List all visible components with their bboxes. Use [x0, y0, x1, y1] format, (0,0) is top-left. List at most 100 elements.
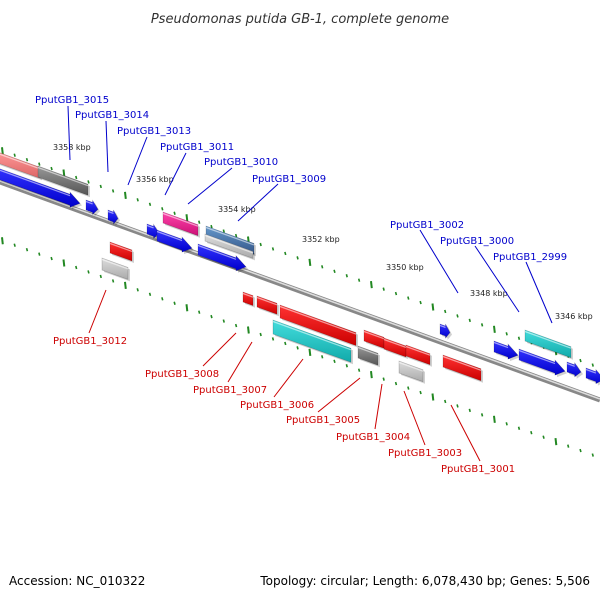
lower-major-tick: [493, 415, 496, 423]
lower-minor-tick: [99, 274, 102, 279]
upper-minor-tick: [161, 207, 164, 211]
lower-major-tick: [62, 259, 66, 267]
gene-feature-gray-top-highlight: [37, 166, 89, 187]
lower-major-tick: [554, 438, 558, 446]
top-gene-labels: PputGB1_3015 PputGB1_3014 PputGB1_3013 P…: [35, 95, 567, 263]
upper-minor-tick: [345, 274, 348, 278]
gene-label-3001: PputGB1_3001: [441, 464, 515, 475]
top-leader-line: [187, 167, 233, 205]
gene-feature-blue-3015: [0, 168, 82, 210]
top-leader-line: [237, 183, 279, 222]
gene-feature-cyan-3006: [272, 319, 353, 365]
scale-tick-marks: [1, 147, 594, 457]
gene-feature-lightgray-3012: [101, 257, 130, 282]
upper-major-tick: [62, 169, 66, 177]
gene-feature-blue-3000-body: [493, 340, 519, 360]
gene-feature-red-small-1-highlight: [242, 292, 254, 298]
gene-feature-red-3006-body: [279, 304, 357, 347]
bottom-gene-labels: PputGB1_3012 PputGB1_3008 PputGB1_3007 P…: [53, 336, 515, 475]
genome-backbone: [0, 179, 600, 403]
gene-label-3008: PputGB1_3008: [145, 369, 219, 380]
scale-label: 3358 kbp: [53, 143, 91, 152]
gene-feature-lightgray-3003: [398, 360, 425, 384]
gene-feature-lightgray-top: [204, 233, 255, 261]
lower-minor-tick: [222, 319, 225, 323]
lower-minor-tick: [234, 323, 238, 328]
gene-feature-red-3007-highlight: [256, 296, 278, 306]
lower-minor-tick: [468, 408, 471, 413]
gene-feature-magenta-highlight: [162, 212, 199, 227]
lower-minor-tick: [87, 270, 90, 274]
gene-feature-red-3012: [109, 241, 134, 263]
upper-minor-tick: [333, 269, 336, 273]
gene-feature-red-3003: [405, 344, 432, 367]
lower-major-tick: [308, 348, 312, 356]
gene-feature-blue-3009: [197, 243, 248, 273]
upper-minor-tick: [284, 251, 287, 256]
lower-minor-tick: [13, 243, 16, 247]
lower-minor-tick: [136, 288, 139, 292]
bottom-leader-line: [374, 383, 383, 430]
bottom-leader-line: [403, 390, 426, 446]
gene-feature-cyan-2999-highlight: [524, 330, 572, 349]
accession-text: Accession: NC_010322: [9, 574, 145, 588]
gene-feature-lightgray-3012-highlight: [101, 258, 129, 270]
upper-minor-tick: [394, 291, 398, 296]
gene-feature-pink: [0, 152, 42, 181]
gene-feature-red-3005: [363, 329, 386, 351]
gene-feature-gray-top-body: [37, 165, 89, 196]
upper-minor-tick: [579, 358, 582, 363]
gene-feature-red-3004: [383, 337, 408, 359]
lower-minor-tick: [357, 368, 361, 372]
upper-minor-tick: [25, 157, 29, 162]
gene-feature-red-3003-highlight: [405, 345, 431, 356]
upper-minor-tick: [419, 300, 422, 305]
upper-major-tick: [431, 303, 435, 311]
lower-minor-tick: [579, 448, 582, 453]
gene-feature-lightgray-top-highlight: [204, 234, 254, 254]
lower-minor-tick: [271, 337, 275, 341]
lower-major-tick: [1, 237, 4, 245]
gene-feature-red-3001-body: [442, 354, 482, 382]
gene-feature-pink-highlight: [0, 153, 41, 170]
gene-features: [0, 152, 600, 386]
upper-minor-tick: [136, 198, 139, 202]
gene-label-3002: PputGB1_3002: [390, 220, 464, 231]
gene-feature-cyan-2999: [524, 329, 573, 360]
upper-minor-tick: [148, 202, 152, 207]
gene-feature-blue-3000: [493, 340, 520, 362]
lower-major-tick: [247, 326, 250, 334]
lower-minor-tick: [456, 404, 459, 408]
gene-feature-blue-2999-body: [518, 348, 566, 376]
gene-label-3009: PputGB1_3009: [252, 174, 326, 185]
gene-label-3007: PputGB1_3007: [193, 385, 267, 396]
upper-minor-tick: [99, 184, 102, 189]
lower-minor-tick: [517, 426, 521, 430]
upper-minor-tick: [382, 287, 385, 291]
gene-feature-blue-small-5: [566, 361, 583, 379]
lower-minor-tick: [567, 444, 570, 448]
gene-feature-magenta: [162, 211, 200, 238]
scale-label: 3354 kbp: [218, 205, 256, 214]
lower-minor-tick: [505, 422, 508, 426]
upper-minor-tick: [468, 318, 471, 323]
gene-feature-cyan-3006-highlight: [272, 320, 352, 351]
gene-label-3003: PputGB1_3003: [388, 448, 462, 459]
lower-major-tick: [124, 281, 127, 289]
gene-label-3011: PputGB1_3011: [160, 142, 234, 153]
gene-feature-blue-3011-body: [156, 229, 193, 253]
gene-label-3006: PputGB1_3006: [240, 400, 314, 411]
gene-feature-cyan-2999-body: [524, 329, 572, 359]
lower-major-tick: [185, 304, 189, 312]
gene-feature-magenta-body: [162, 211, 199, 237]
lower-minor-tick: [591, 453, 594, 457]
gene-feature-cyan-3006-body: [272, 319, 352, 363]
gene-feature-red-3006: [279, 304, 358, 348]
lower-minor-tick: [296, 346, 299, 350]
upper-minor-tick: [517, 336, 521, 340]
gene-feature-blue-small-4: [439, 323, 452, 340]
gene-feature-blue-small-3-highlight: [146, 224, 154, 229]
lower-minor-tick: [50, 256, 53, 261]
bottom-leader-line: [227, 341, 253, 383]
